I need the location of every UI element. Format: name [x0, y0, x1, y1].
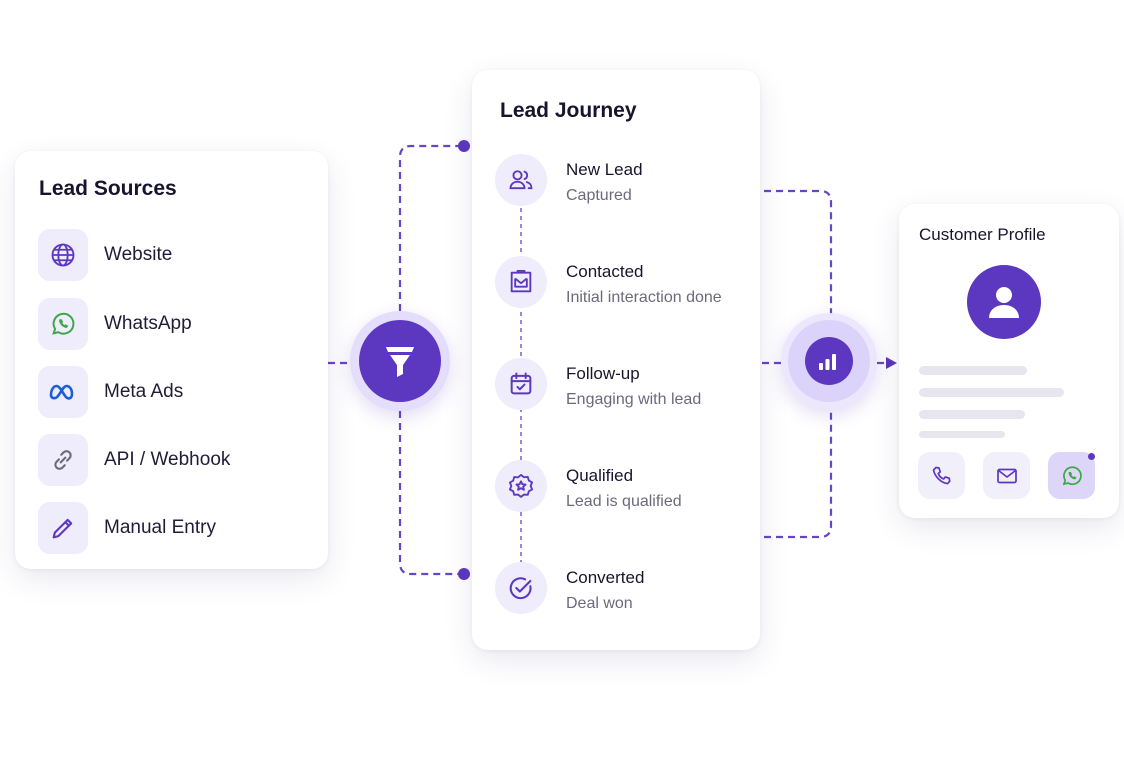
check-circle-icon — [495, 562, 547, 614]
stage-title: Converted — [566, 568, 645, 587]
connector-dot-top — [458, 140, 470, 152]
stage-title: Contacted — [566, 262, 644, 281]
whatsapp-icon — [1062, 465, 1082, 485]
profile-placeholder-line — [919, 410, 1025, 419]
phone-icon — [932, 466, 951, 484]
source-item-manual-entry[interactable]: Manual Entry — [38, 502, 308, 554]
stage-subtitle: Lead is qualified — [566, 493, 682, 510]
profile-placeholder-line — [919, 431, 1005, 438]
stage-contacted[interactable]: Contacted Initial interaction done — [495, 256, 745, 312]
avatar — [967, 265, 1041, 339]
user-icon — [989, 287, 1019, 318]
funnel-hub-core — [359, 320, 441, 402]
connector-funnel-to-journey-top — [398, 144, 462, 311]
email-button[interactable] — [983, 452, 1030, 499]
stage-converted[interactable]: Converted Deal won — [495, 562, 745, 618]
stage-subtitle: Captured — [566, 187, 632, 204]
source-label-whatsapp: WhatsApp — [104, 313, 192, 334]
stage-subtitle: Engaging with lead — [566, 391, 702, 408]
bar-chart-icon — [819, 354, 836, 370]
whatsapp-button[interactable] — [1048, 452, 1095, 499]
customer-profile-title: Customer Profile — [919, 225, 1046, 244]
analytics-hub[interactable] — [781, 313, 877, 409]
notification-dot — [1088, 453, 1095, 460]
profile-placeholder-line — [919, 388, 1064, 397]
call-button[interactable] — [918, 452, 965, 499]
source-label-api-webhook: API / Webhook — [104, 449, 231, 470]
lead-sources-title: Lead Sources — [39, 177, 177, 200]
source-item-api-webhook[interactable]: API / Webhook — [38, 434, 308, 486]
link-icon — [38, 434, 88, 486]
stage-subtitle: Initial interaction done — [566, 289, 722, 306]
source-item-meta-ads[interactable]: Meta Ads — [38, 366, 308, 418]
connector-funnel-to-journey-bottom — [398, 411, 462, 576]
funnel-hub[interactable] — [350, 311, 450, 411]
stage-title: Follow-up — [566, 364, 640, 383]
users-icon — [495, 154, 547, 206]
message-board-icon — [495, 256, 547, 308]
arrowhead-icon — [886, 357, 897, 369]
lead-sources-card: Lead Sources Website WhatsApp Meta Ads A… — [15, 151, 328, 569]
analytics-hub-core — [805, 337, 853, 385]
mail-icon — [996, 468, 1017, 483]
source-item-website[interactable]: Website — [38, 229, 308, 281]
connector-dot-bottom — [458, 568, 470, 580]
meta-icon — [38, 366, 88, 418]
connector-journey-to-hub-top — [764, 189, 833, 315]
stage-subtitle: Deal won — [566, 595, 633, 612]
profile-placeholder-line — [919, 366, 1027, 375]
pencil-icon — [38, 502, 88, 554]
stage-new-lead[interactable]: New Lead Captured — [495, 154, 745, 210]
stage-follow-up[interactable]: Follow-up Engaging with lead — [495, 358, 745, 414]
customer-profile-card: Customer Profile — [899, 204, 1119, 518]
lead-journey-card: Lead Journey New Lead Captured Contacted… — [472, 70, 760, 650]
stage-qualified[interactable]: Qualified Lead is qualified — [495, 460, 745, 516]
connector-journey-to-hub-bottom — [764, 409, 833, 539]
analytics-hub-ring — [788, 320, 870, 402]
source-label-manual-entry: Manual Entry — [104, 517, 216, 538]
funnel-icon — [386, 347, 414, 377]
globe-icon — [38, 229, 88, 281]
calendar-check-icon — [495, 358, 547, 410]
whatsapp-icon — [38, 298, 88, 350]
source-label-meta-ads: Meta Ads — [104, 381, 184, 402]
badge-star-icon — [495, 460, 547, 512]
source-item-whatsapp[interactable]: WhatsApp — [38, 298, 308, 350]
lead-journey-title: Lead Journey — [500, 99, 637, 122]
stage-title: Qualified — [566, 466, 634, 485]
stage-title: New Lead — [566, 160, 643, 179]
source-label-website: Website — [104, 244, 173, 265]
